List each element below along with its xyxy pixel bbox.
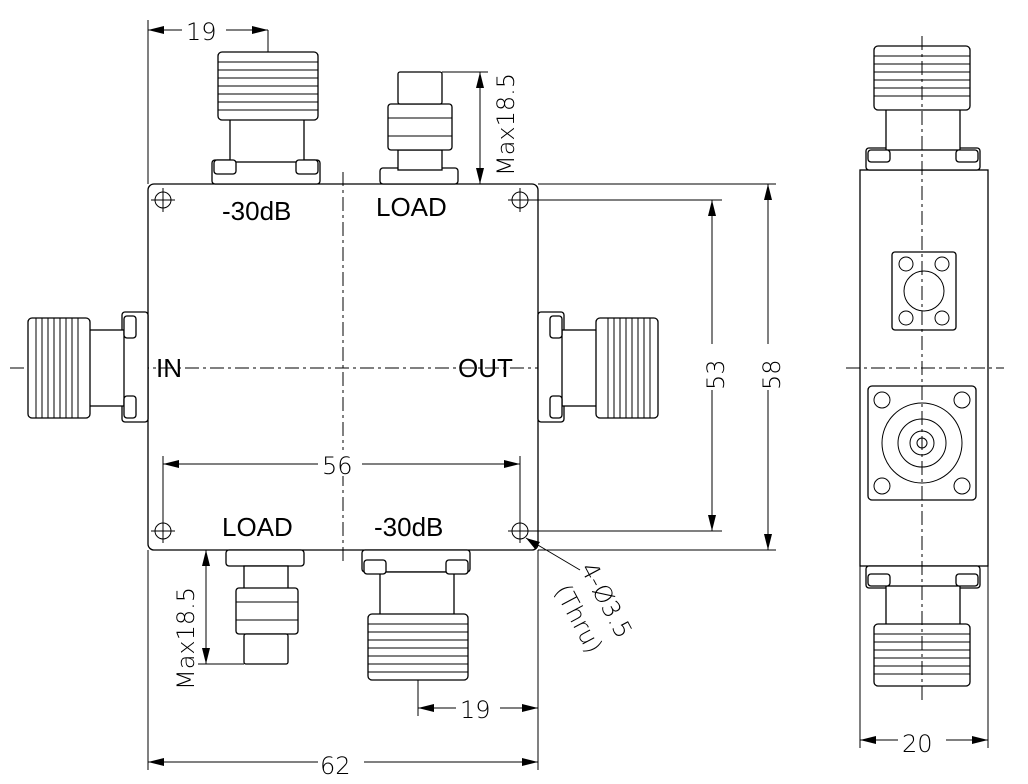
dim-hole-spacing-width: 56: [162, 450, 521, 522]
front-view: -30dB LOAD IN OUT LOAD -30dB 19 Max18.5: [10, 16, 786, 780]
label-bottom-load: LOAD: [222, 512, 293, 542]
svg-text:58: 58: [758, 359, 786, 390]
label-bottom-coupled: -30dB: [374, 512, 443, 542]
side-sma-flange: [891, 251, 957, 331]
mounting-hole-top-left: [151, 188, 175, 212]
label-top-load: LOAD: [376, 192, 447, 222]
dim-side-width: 20: [859, 566, 989, 758]
side-top-connector: [865, 45, 981, 171]
dim-hole-spacing-height: 53: [532, 199, 730, 532]
svg-text:19: 19: [186, 18, 217, 46]
svg-text:19: 19: [460, 696, 491, 724]
out-connector: [537, 311, 659, 423]
holes-note: 4-Ø3.5 (Thru): [525, 537, 638, 658]
svg-text:62: 62: [320, 752, 351, 780]
dim-connector-offset-top: 19: [147, 16, 269, 184]
bottom-load-termination: [225, 549, 305, 665]
mounting-hole-bottom-right: [508, 519, 532, 543]
top-load-termination: [379, 71, 459, 185]
label-in: IN: [156, 353, 182, 383]
bottom-coupled-connector: [361, 549, 471, 681]
label-top-coupled: -30dB: [222, 196, 291, 226]
svg-text:20: 20: [902, 730, 933, 758]
dim-load-max-bottom: Max18.5: [172, 549, 244, 690]
svg-text:53: 53: [702, 359, 730, 390]
svg-text:Max18.5: Max18.5: [492, 73, 520, 176]
label-out: OUT: [458, 353, 513, 383]
mounting-holes: [151, 188, 532, 543]
svg-text:Max18.5: Max18.5: [172, 587, 200, 690]
svg-text:56: 56: [322, 452, 353, 480]
mounting-hole-top-right: [508, 188, 532, 212]
dim-load-max-top: Max18.5: [442, 71, 520, 185]
side-view: 20: [846, 36, 1004, 758]
dim-connector-offset-bottom: 19: [417, 550, 539, 770]
in-connector: [27, 311, 149, 423]
top-coupled-connector: [211, 51, 321, 185]
side-bottom-connector: [865, 565, 981, 687]
dim-body-width: 62: [147, 550, 538, 780]
dim-body-height: 58: [538, 183, 786, 551]
mounting-hole-bottom-left: [151, 519, 175, 543]
